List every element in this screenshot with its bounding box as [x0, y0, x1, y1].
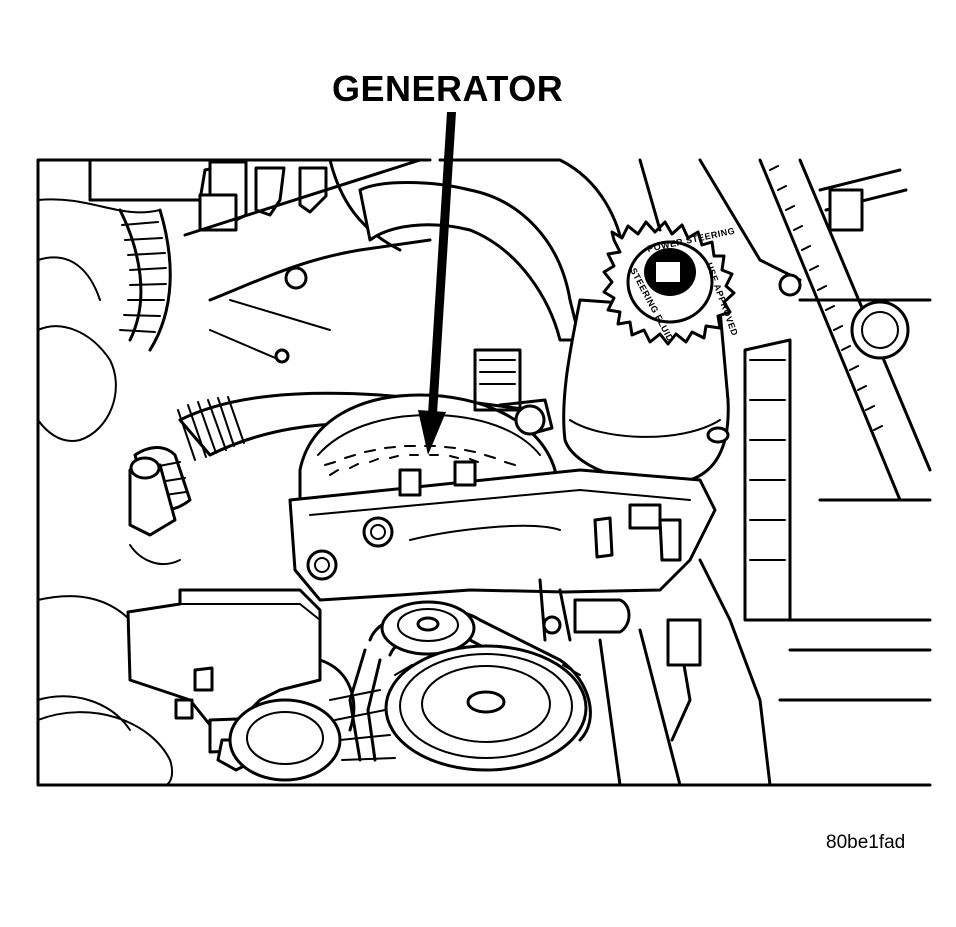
power-steering-reservoir: [562, 298, 730, 485]
radiator: [638, 158, 932, 702]
background-body-outline: [36, 158, 932, 787]
callout-arrow: [418, 112, 456, 455]
drive-pulley: [384, 644, 588, 772]
coolant-fitting: [128, 456, 181, 565]
mounting-bracket: [288, 460, 717, 602]
engine-compartment-illustration: POWER STEERING USE APPROVED STEERING FLU…: [36, 112, 932, 787]
lower-left-pulleys: [228, 658, 396, 782]
callout-label: GENERATOR: [332, 68, 564, 109]
idler-pulley: [380, 600, 476, 656]
lower-right-components: [538, 558, 772, 787]
intake-manifold-outline: [183, 158, 627, 364]
figure-code: 80be1fad: [826, 832, 906, 853]
wiring-loom: [118, 208, 172, 352]
